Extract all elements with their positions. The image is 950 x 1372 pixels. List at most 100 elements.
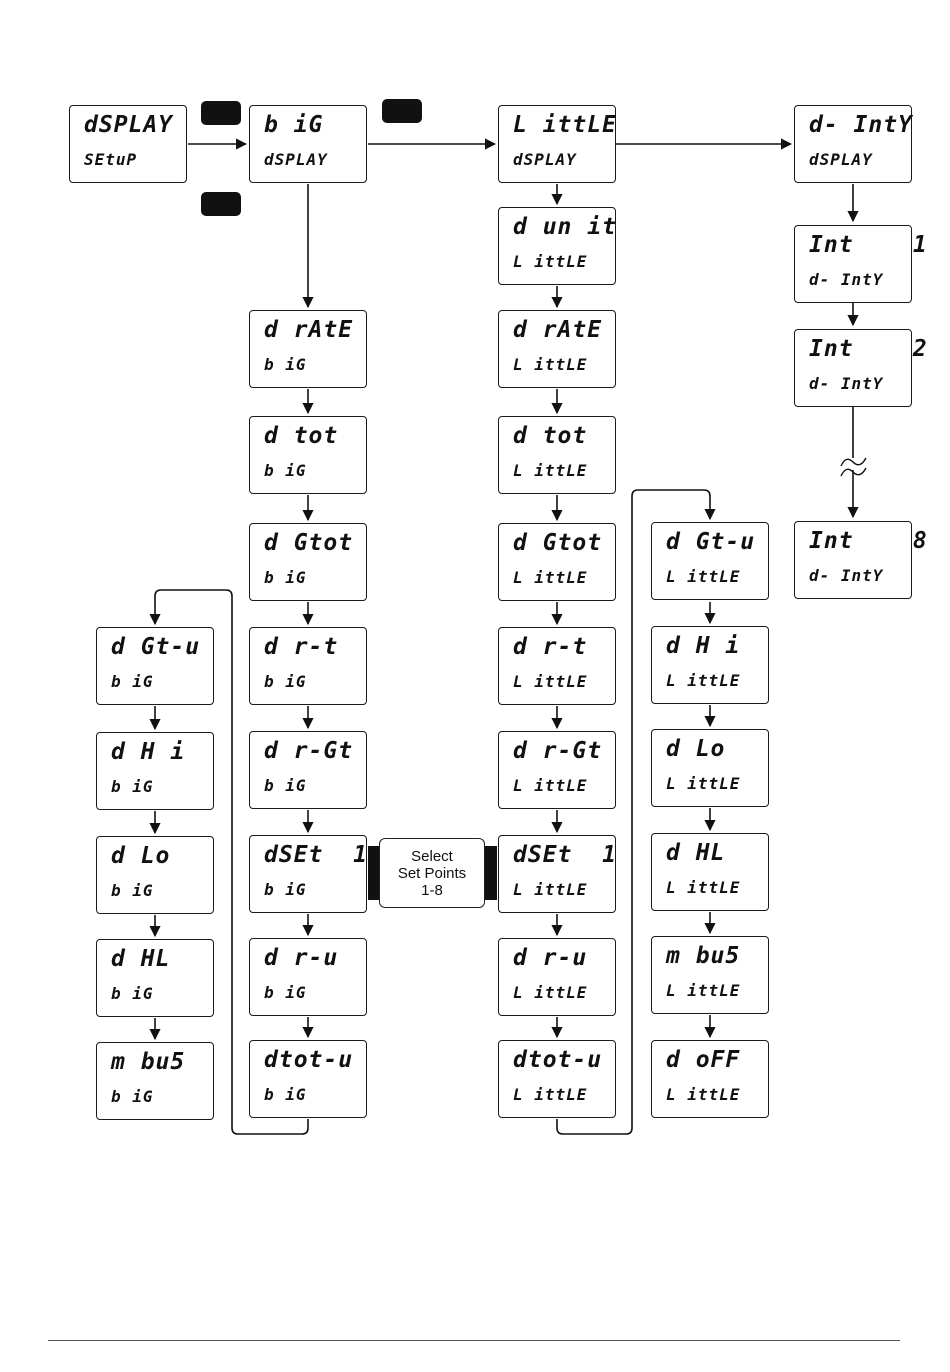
menu-box-mbus-little: m bu5 L ittLE: [651, 936, 769, 1014]
box-top-text: d Gt-u: [111, 634, 201, 660]
box-top-text: d r-Gt: [513, 738, 603, 764]
box-top-text: d Gt-u: [666, 529, 756, 555]
select-line-3: 1-8: [421, 882, 443, 899]
menu-box-d-r-u-little: d r-u L ittLE: [498, 938, 616, 1016]
flow-arrows: [149, 138, 867, 1135]
box-top-text: d Lo: [666, 736, 726, 762]
box-bottom-text: L ittLE: [666, 1085, 741, 1104]
select-line-2: Set Points: [397, 865, 467, 882]
box-bottom-text: b iG: [264, 355, 307, 374]
box-top-text: dSEt 1: [264, 842, 368, 868]
box-bottom-text: L ittLE: [513, 776, 588, 795]
box-top-text: L ittLE: [513, 112, 617, 138]
box-bottom-text: dSPLAY: [809, 150, 873, 169]
box-bottom-text: b iG: [111, 984, 154, 1003]
box-bottom-text: L ittLE: [513, 461, 588, 480]
box-bottom-text: b iG: [264, 461, 307, 480]
enter-key: [201, 101, 241, 125]
box-bottom-text: d- IntY: [809, 566, 884, 585]
menu-box-d-r-u-big: d r-u b iG: [249, 938, 367, 1016]
menu-box-d-unit-little: d un it L ittLE: [498, 207, 616, 285]
box-top-text: d r-u: [264, 945, 339, 971]
menu-box-d-r-gt-big: d r-Gt b iG: [249, 731, 367, 809]
box-top-text: d HL: [666, 840, 726, 866]
box-top-text: dSPLAY: [84, 112, 174, 138]
menu-box-d-tot-big: d tot b iG: [249, 416, 367, 494]
box-bottom-text: L ittLE: [666, 981, 741, 1000]
connector-bar-left: [368, 846, 380, 900]
menu-box-dset1-little: dSEt 1 L ittLE: [498, 835, 616, 913]
menu-box-d-r-gt-little: d r-Gt L ittLE: [498, 731, 616, 809]
box-bottom-text: L ittLE: [666, 671, 741, 690]
box-top-text: d r-t: [264, 634, 339, 660]
menu-box-d-gt-u-little: d Gt-u L ittLE: [651, 522, 769, 600]
enter-key-2: [201, 192, 241, 216]
box-top-text: dtot-u: [264, 1047, 354, 1073]
box-top-text: d H i: [666, 633, 741, 659]
menu-box-d-hl-little: d HL L ittLE: [651, 833, 769, 911]
box-bottom-text: L ittLE: [513, 983, 588, 1002]
box-top-text: d Lo: [111, 843, 171, 869]
box-bottom-text: L ittLE: [513, 880, 588, 899]
box-top-text: Int 8: [809, 528, 928, 554]
box-bottom-text: b iG: [111, 1087, 154, 1106]
box-bottom-text: b iG: [264, 776, 307, 795]
box-top-text: d r-Gt: [264, 738, 354, 764]
box-top-text: b iG: [264, 112, 324, 138]
box-bottom-text: b iG: [111, 881, 154, 900]
arrow-big-loop: [149, 589, 309, 1135]
box-bottom-text: d- IntY: [809, 374, 884, 393]
box-bottom-text: L ittLE: [513, 672, 588, 691]
box-bottom-text: L ittLE: [513, 252, 588, 271]
menu-box-d-hi-big: d H i b iG: [96, 732, 214, 810]
box-bottom-text: b iG: [264, 672, 307, 691]
box-top-text: d H i: [111, 739, 186, 765]
break-symbol: [840, 457, 867, 467]
box-bottom-text: b iG: [264, 983, 307, 1002]
menu-box-d-gt-u-big: d Gt-u b iG: [96, 627, 214, 705]
box-top-text: d r-u: [513, 945, 588, 971]
box-top-text: d r-t: [513, 634, 588, 660]
box-top-text: d un it: [513, 214, 617, 240]
box-bottom-text: L ittLE: [513, 355, 588, 374]
box-bottom-text: L ittLE: [513, 568, 588, 587]
box-top-text: d HL: [111, 946, 171, 972]
menu-box-d-hi-little: d H i L ittLE: [651, 626, 769, 704]
menu-box-d-off-little: d oFF L ittLE: [651, 1040, 769, 1118]
box-bottom-text: L ittLE: [666, 878, 741, 897]
box-top-text: dtot-u: [513, 1047, 603, 1073]
box-bottom-text: dSPLAY: [513, 150, 577, 169]
box-top-text: Int 1: [809, 232, 928, 258]
box-bottom-text: dSPLAY: [264, 150, 328, 169]
box-top-text: d oFF: [666, 1047, 741, 1073]
menu-box-d-r-t-little: d r-t L ittLE: [498, 627, 616, 705]
box-top-text: m bu5: [666, 943, 741, 969]
box-top-text: d tot: [264, 423, 339, 449]
box-top-text: d Gtot: [264, 530, 354, 556]
menu-box-dtot-u-big: dtot-u b iG: [249, 1040, 367, 1118]
box-top-text: dSEt 1: [513, 842, 617, 868]
connector-bar-right: [485, 846, 497, 900]
select-set-points-box: Select Set Points 1-8: [379, 838, 485, 908]
box-bottom-text: b iG: [111, 672, 154, 691]
box-bottom-text: b iG: [111, 777, 154, 796]
arrow-little-loop: [556, 489, 716, 1135]
box-bottom-text: b iG: [264, 1085, 307, 1104]
menu-box-big: b iG dSPLAY: [249, 105, 367, 183]
menu-box-d-lo-big: d Lo b iG: [96, 836, 214, 914]
menu-box-d-r-t-big: d r-t b iG: [249, 627, 367, 705]
menu-box-little: L ittLE dSPLAY: [498, 105, 616, 183]
box-bottom-text: L ittLE: [666, 567, 741, 586]
